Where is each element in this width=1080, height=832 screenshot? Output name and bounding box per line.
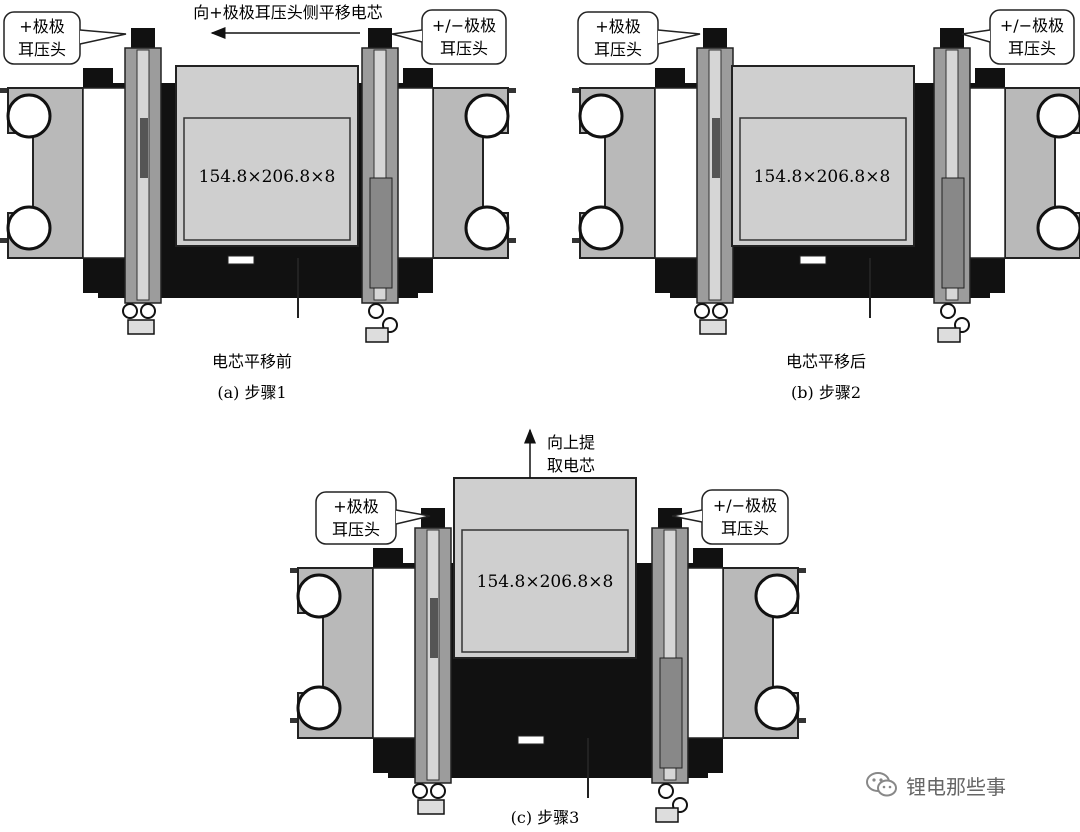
svg-text:耳压头: 耳压头 bbox=[18, 40, 66, 59]
arrow-label-c-2: 取电芯 bbox=[547, 456, 595, 475]
callout-right-b: +/−极极 耳压头 bbox=[961, 9, 1075, 65]
state-label-a: 电芯平移前 bbox=[212, 352, 292, 371]
svg-text:+/−极极: +/−极极 bbox=[1000, 16, 1064, 35]
panel-b: 154.8×206.8×8 +极极 耳压头 +/−极极 耳压头 电芯平移后 (b… bbox=[570, 9, 1080, 402]
watermark-text: 锂电那些事 bbox=[906, 774, 1006, 799]
arrow-label-a: 向+极极耳压头侧平移电芯 bbox=[193, 3, 382, 22]
callout-right-c: +/−极极 耳压头 bbox=[671, 489, 789, 545]
wechat-icon bbox=[866, 772, 897, 797]
panel-c: 154.8×206.8×8 向上提 取电芯 +极极 耳压头 +/−极极 耳压头 … bbox=[288, 428, 808, 827]
cell-dims-c: 154.8×206.8×8 bbox=[477, 572, 614, 592]
svg-text:+极极: +极极 bbox=[333, 497, 378, 516]
state-label-b: 电芯平移后 bbox=[786, 352, 866, 371]
svg-text:耳压头: 耳压头 bbox=[721, 519, 769, 538]
svg-text:+/−极极: +/−极极 bbox=[432, 16, 496, 35]
caption-a: (a) 步骤1 bbox=[217, 383, 286, 402]
panel-a: 154.8×206.8×8 向+极极耳压头侧平移电芯 +极极 耳压头 +/−极极… bbox=[0, 3, 518, 402]
callout-right-a: +/−极极 耳压头 bbox=[391, 9, 507, 65]
callout-left-b: +极极 耳压头 bbox=[577, 11, 701, 65]
svg-text:耳压头: 耳压头 bbox=[594, 40, 642, 59]
svg-text:耳压头: 耳压头 bbox=[332, 520, 380, 539]
caption-c: (c) 步骤3 bbox=[511, 808, 580, 827]
caption-b: (b) 步骤2 bbox=[791, 383, 861, 402]
callout-left-a: +极极 耳压头 bbox=[3, 11, 127, 65]
cell-dims-a: 154.8×206.8×8 bbox=[199, 167, 336, 187]
cell-dims-b: 154.8×206.8×8 bbox=[754, 167, 891, 187]
svg-text:耳压头: 耳压头 bbox=[1008, 39, 1056, 58]
svg-text:+极极: +极极 bbox=[595, 17, 640, 36]
svg-text:+极极: +极极 bbox=[19, 17, 64, 36]
arrow-label-c-1: 向上提 bbox=[547, 433, 595, 452]
svg-text:+/−极极: +/−极极 bbox=[713, 496, 777, 515]
svg-text:耳压头: 耳压头 bbox=[440, 39, 488, 58]
callout-left-c: +极极 耳压头 bbox=[315, 491, 431, 545]
watermark: 锂电那些事 bbox=[866, 768, 1066, 802]
